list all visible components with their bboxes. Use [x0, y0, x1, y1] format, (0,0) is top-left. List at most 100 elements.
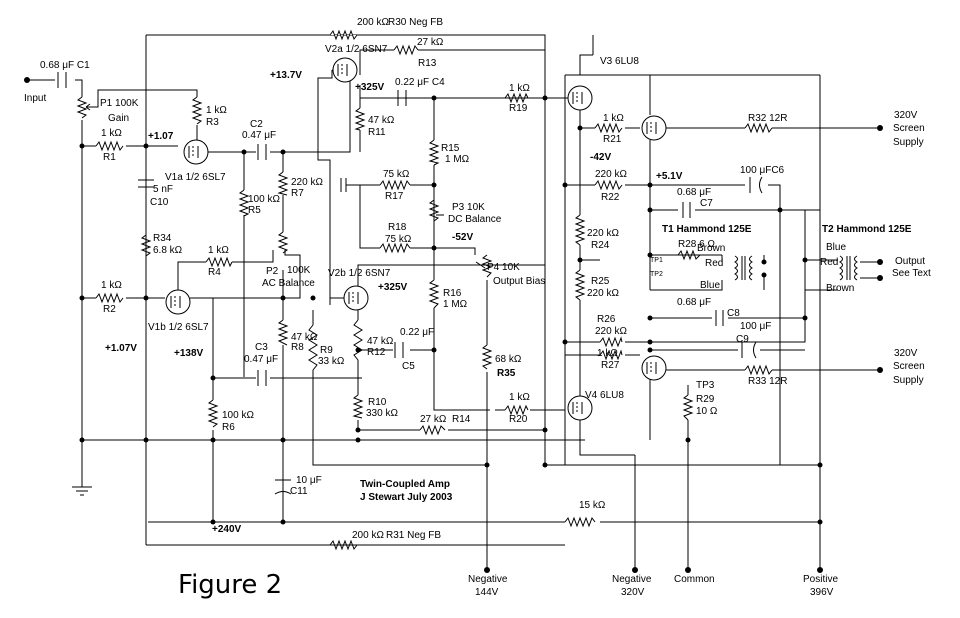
r8-name: R8 [291, 342, 304, 353]
c1-symbol [57, 72, 67, 88]
pos396-line-1: Positive [803, 574, 838, 585]
v1b-label: V1b 1/2 6SL7 [148, 322, 209, 333]
p1-func-label: Gain [108, 113, 129, 124]
r16-value: 1 MΩ [443, 299, 468, 310]
r15-name: R15 [441, 143, 460, 154]
screen-bot-2: Screen [893, 361, 925, 372]
r26-symbol [599, 336, 623, 348]
r12-value: 47 kΩ [367, 336, 394, 347]
transformer-symbols [734, 255, 858, 281]
neg320-line-2: 320V [621, 587, 645, 598]
r6-symbol [207, 399, 219, 428]
c11-name: C11 [290, 486, 308, 497]
r2-name: R2 [103, 304, 116, 315]
r10-symbol [352, 394, 364, 419]
r2-symbol [95, 292, 124, 304]
p2-func: AC Balance [262, 278, 315, 289]
v1a-label: V1a 1/2 6SL7 [165, 172, 226, 183]
v3-pentode-symbol [641, 115, 667, 141]
r35-name: R35 [497, 368, 516, 379]
tp3-label: TP3 [696, 380, 715, 391]
r28-symbol [677, 249, 701, 261]
r30-symbol [329, 29, 358, 41]
tp1-label: TP1 [650, 257, 663, 264]
r4-symbol [205, 256, 233, 268]
c7-name: C7 [700, 198, 713, 209]
p2-name: P2 [266, 266, 279, 277]
r13-symbol [393, 44, 419, 56]
figure-label: Figure 2 [178, 570, 282, 600]
c2-symbol [257, 144, 267, 160]
r18-value: 75 kΩ [385, 234, 412, 245]
r12-symbol [353, 319, 363, 361]
r27-name: R27 [601, 360, 620, 371]
r19-name: R19 [509, 103, 528, 114]
r34-name: R34 [153, 233, 172, 244]
r8-symbol [277, 319, 289, 346]
r13-value: 27 kΩ [417, 37, 444, 48]
r22-value: 220 kΩ [595, 169, 627, 180]
p4-symbol [481, 254, 493, 278]
r2-value: 1 kΩ [101, 280, 122, 291]
r7-name: R7 [291, 188, 304, 199]
r34-value: 6.8 kΩ [153, 245, 183, 256]
r9-value: 33 kΩ [318, 356, 345, 367]
v3-triode-symbol [567, 85, 593, 111]
r29-value: 10 Ω [696, 406, 718, 417]
c11-value: 10 μF [296, 475, 322, 486]
t1-label: T1 Hammond 125E [662, 224, 752, 235]
r18-name: R18 [388, 222, 407, 233]
c8-symbol [715, 310, 724, 326]
c3-name: C3 [255, 342, 268, 353]
r6-name: R6 [222, 422, 235, 433]
c9-name: C9 [736, 334, 749, 345]
r24-symbol [574, 214, 586, 246]
c8-value: 0.68 μF [677, 297, 711, 308]
resistor-symbols [95, 29, 773, 551]
r6-value: 100 kΩ [222, 410, 254, 421]
r9-name: R9 [320, 345, 333, 356]
p2-symbol [277, 231, 289, 254]
r4-name: R4 [208, 267, 221, 278]
p3-label: P3 10K [452, 202, 485, 213]
v4-pentode-symbol [641, 355, 667, 381]
r17-symbol [379, 179, 411, 191]
r20-name: R20 [509, 414, 528, 425]
r10-name: R10 [368, 397, 387, 408]
r19-symbol [504, 92, 529, 104]
r35-value: 68 kΩ [495, 354, 522, 365]
c3-symbol [257, 370, 267, 386]
c3-value: 0.47 μF [244, 354, 278, 365]
r33-symbol [744, 364, 773, 376]
r15-value: 1 MΩ [445, 154, 470, 165]
r18-symbol [379, 242, 411, 254]
r10-value: 330 kΩ [366, 408, 398, 419]
r11-value: 47 kΩ [368, 115, 395, 126]
r4-value: 1 kΩ [208, 245, 229, 256]
r11-symbol [354, 107, 366, 131]
neg144-line-1: Negative [468, 574, 508, 585]
screen-top-3: Supply [893, 137, 924, 148]
r16-symbol [428, 279, 440, 309]
v4-label: V4 6LU8 [585, 390, 624, 401]
r25-symbol [574, 269, 586, 301]
tp2-label: TP2 [650, 271, 663, 278]
r3-name: R3 [206, 117, 219, 128]
c6-label: 100 μFC6 [740, 165, 785, 176]
title-line-1: Twin-Coupled Amp [360, 479, 450, 490]
r5-value: 100 kΩ [248, 194, 280, 205]
r11-name: R11 [368, 127, 386, 138]
r26-value: 220 kΩ [595, 326, 627, 337]
r32-symbol [744, 122, 773, 134]
v-1-07-label: +1.07 [148, 131, 174, 142]
c5-name: C5 [402, 361, 415, 372]
c8-name: C8 [727, 308, 740, 319]
r3-value: 1 kΩ [206, 105, 227, 116]
v2a-label: V2a 1/2 6SN7 [325, 44, 388, 55]
r13-name: R13 [418, 58, 437, 69]
v-m52-label: -52V [452, 232, 473, 243]
p4-func: Output Bias [493, 276, 545, 287]
v-240-label: +240V [212, 524, 242, 535]
r24-value: 220 kΩ [587, 228, 619, 239]
